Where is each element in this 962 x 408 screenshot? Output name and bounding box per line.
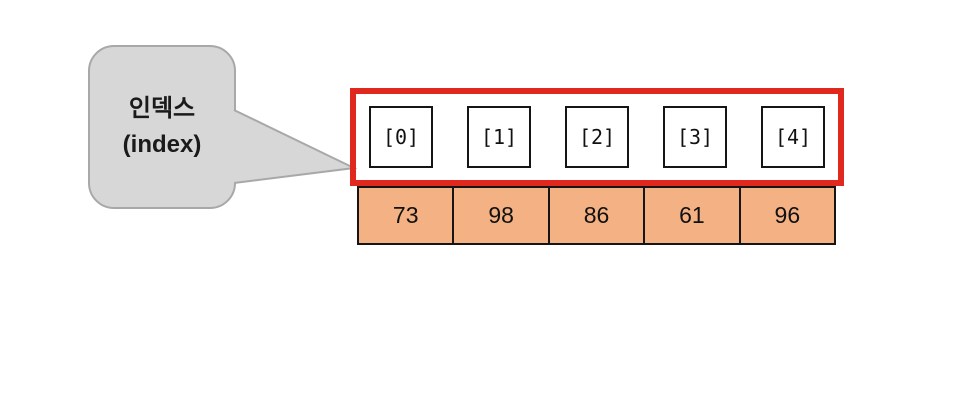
- index-cell-1: [1]: [467, 106, 531, 168]
- index-cell-4: [4]: [761, 106, 825, 168]
- value-cell-3: 61: [643, 186, 741, 245]
- callout-label-korean: 인덱스: [128, 95, 196, 122]
- index-cell-0: [0]: [369, 106, 433, 168]
- value-cell-1: 98: [452, 186, 550, 245]
- callout-label-english: (index): [122, 131, 202, 158]
- value-cell-0: 73: [357, 186, 455, 245]
- value-cell-2: 86: [547, 186, 646, 245]
- index-cell-2: [2]: [565, 106, 629, 168]
- index-cell-3: [3]: [663, 106, 727, 168]
- callout-bubble: 인덱스 (index): [88, 45, 236, 209]
- index-row-highlight-box: [0] [1] [2] [3] [4]: [350, 88, 844, 186]
- array-value-row: 73 98 86 61 96: [357, 186, 837, 245]
- value-cell-4: 96: [738, 186, 837, 245]
